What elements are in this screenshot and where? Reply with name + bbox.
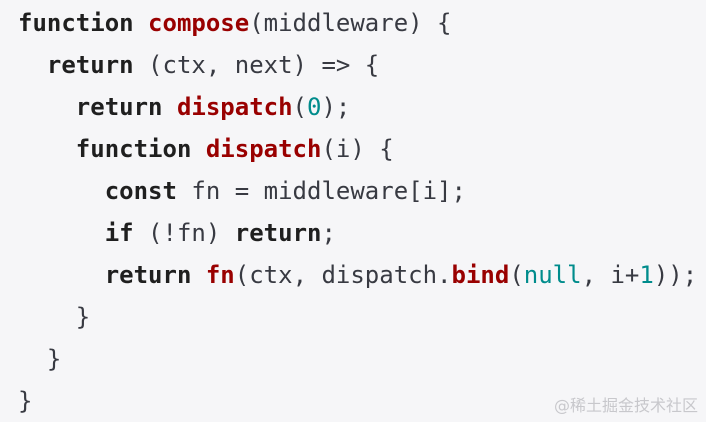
code-literal: null [523, 261, 582, 289]
code-keyword: function [75, 135, 192, 163]
code-line: const fn = middleware[i]; [18, 170, 697, 212]
code-keyword: const [104, 177, 177, 205]
code-text [18, 261, 105, 289]
code-text: ; [321, 219, 336, 247]
code-text: (ctx, next) => { [133, 51, 380, 79]
code-keyword: return [104, 261, 192, 289]
code-text [18, 93, 76, 121]
code-block: function compose(middleware) { return (c… [18, 2, 697, 422]
code-keyword: function [18, 9, 134, 37]
code-text: )); [653, 261, 698, 289]
code-line: function dispatch(i) { [18, 128, 697, 170]
code-text: ( [509, 261, 524, 289]
code-text: (!fn) [133, 219, 235, 247]
code-function-name: bind [451, 261, 510, 289]
code-text: } [18, 303, 91, 331]
code-text [163, 93, 177, 121]
code-text: (middleware) { [249, 9, 452, 37]
code-line: return fn(ctx, dispatch.bind(null, i+1))… [18, 254, 697, 296]
code-text: (ctx, dispatch. [234, 261, 452, 289]
code-function-name: fn [205, 261, 235, 289]
code-number: 1 [639, 261, 654, 289]
code-text [134, 9, 148, 37]
code-text [18, 219, 105, 247]
code-function-name: dispatch [205, 135, 322, 163]
code-text: } [18, 387, 33, 415]
code-keyword: return [46, 51, 134, 79]
code-line: return dispatch(0); [18, 86, 697, 128]
code-text [18, 135, 76, 163]
code-number: 0 [307, 93, 322, 121]
code-line: function compose(middleware) { [18, 2, 697, 44]
code-text [191, 135, 205, 163]
code-line: if (!fn) return; [18, 212, 697, 254]
code-keyword: return [234, 219, 322, 247]
code-keyword: if [104, 219, 134, 247]
code-function-name: compose [148, 9, 250, 37]
code-text [18, 51, 47, 79]
code-text: (i) { [321, 135, 394, 163]
code-line: } [18, 380, 697, 422]
code-text: } [18, 345, 62, 373]
code-text: fn = middleware[i]; [176, 177, 466, 205]
code-line: } [18, 296, 697, 338]
watermark-text: @稀土掘金技术社区 [553, 396, 698, 415]
code-text [18, 177, 105, 205]
code-text: , i+ [581, 261, 640, 289]
code-keyword: return [75, 93, 163, 121]
code-function-name: dispatch [176, 93, 293, 121]
code-line: } [18, 338, 697, 380]
code-text: ); [321, 93, 351, 121]
code-line: return (ctx, next) => { [18, 44, 697, 86]
code-text [191, 261, 205, 289]
code-text: ( [292, 93, 307, 121]
